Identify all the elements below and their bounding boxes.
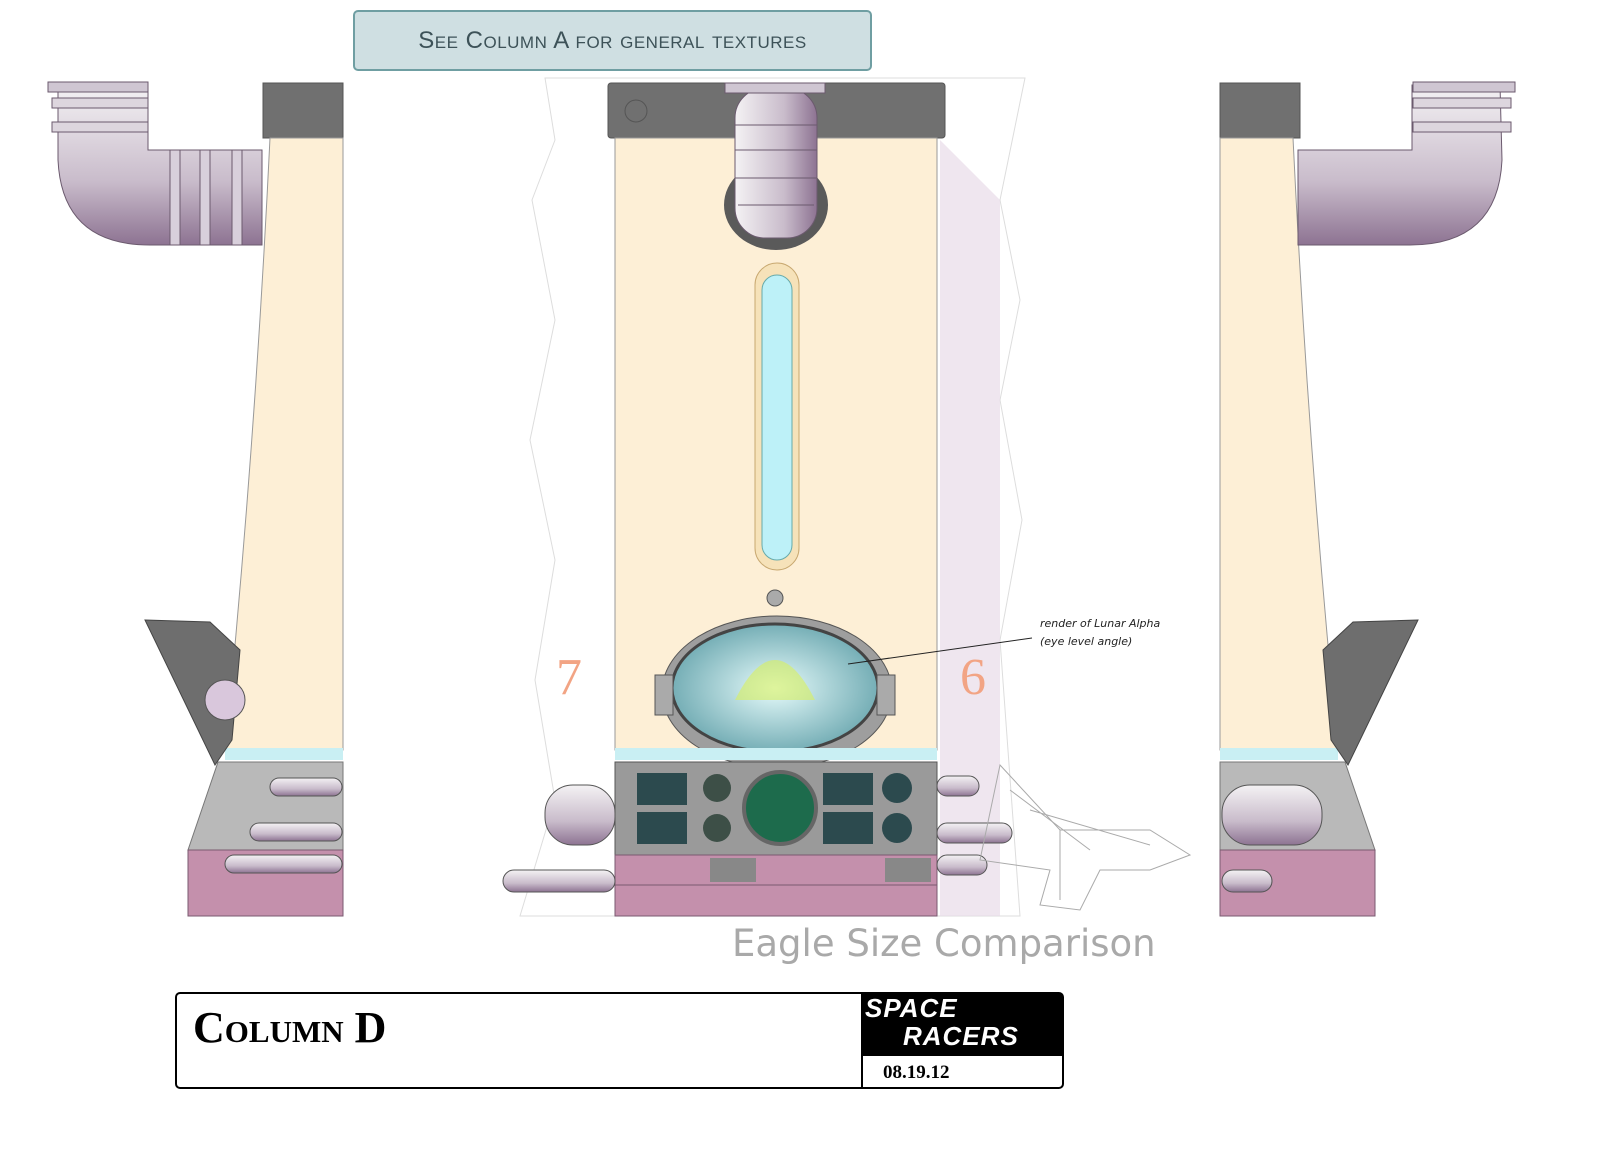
eagle-wireframe: [979, 763, 1192, 911]
right-elbow-pipe: [1297, 81, 1516, 246]
left-elbow-pipe: [47, 81, 263, 246]
space-racers-logo: SPACE RACERS: [861, 994, 1062, 1056]
annotation-line-1: render of Lunar Alpha: [1040, 617, 1161, 630]
lunar-alpha-porthole: [654, 589, 896, 769]
annotation-line-2: (eye level angle): [1040, 635, 1133, 648]
right-column-side-view: [1219, 81, 1516, 917]
left-column-side-view: [47, 81, 344, 917]
column-number-right: 6: [960, 649, 986, 706]
sheet-title: Column D: [193, 1003, 387, 1052]
eagle-size-caption: Eagle Size Comparison: [732, 922, 1156, 965]
title-block: Column D SPACE RACERS 08.19.12: [175, 992, 1064, 1089]
column-number-left: 7: [556, 649, 582, 706]
sheet-date: 08.19.12: [861, 1056, 1062, 1087]
logo-line-2: RACERS: [903, 1021, 1019, 1051]
control-console: [614, 761, 938, 856]
render-annotation: render of Lunar Alpha (eye level angle): [1040, 615, 1160, 651]
texture-note-banner: See Column A for general textures: [353, 10, 872, 71]
center-column-front-view: [502, 82, 1033, 917]
banner-text: See Column A for general textures: [418, 26, 807, 54]
logo-line-1: SPACE: [865, 993, 958, 1023]
center-top-pipe: [724, 82, 828, 250]
